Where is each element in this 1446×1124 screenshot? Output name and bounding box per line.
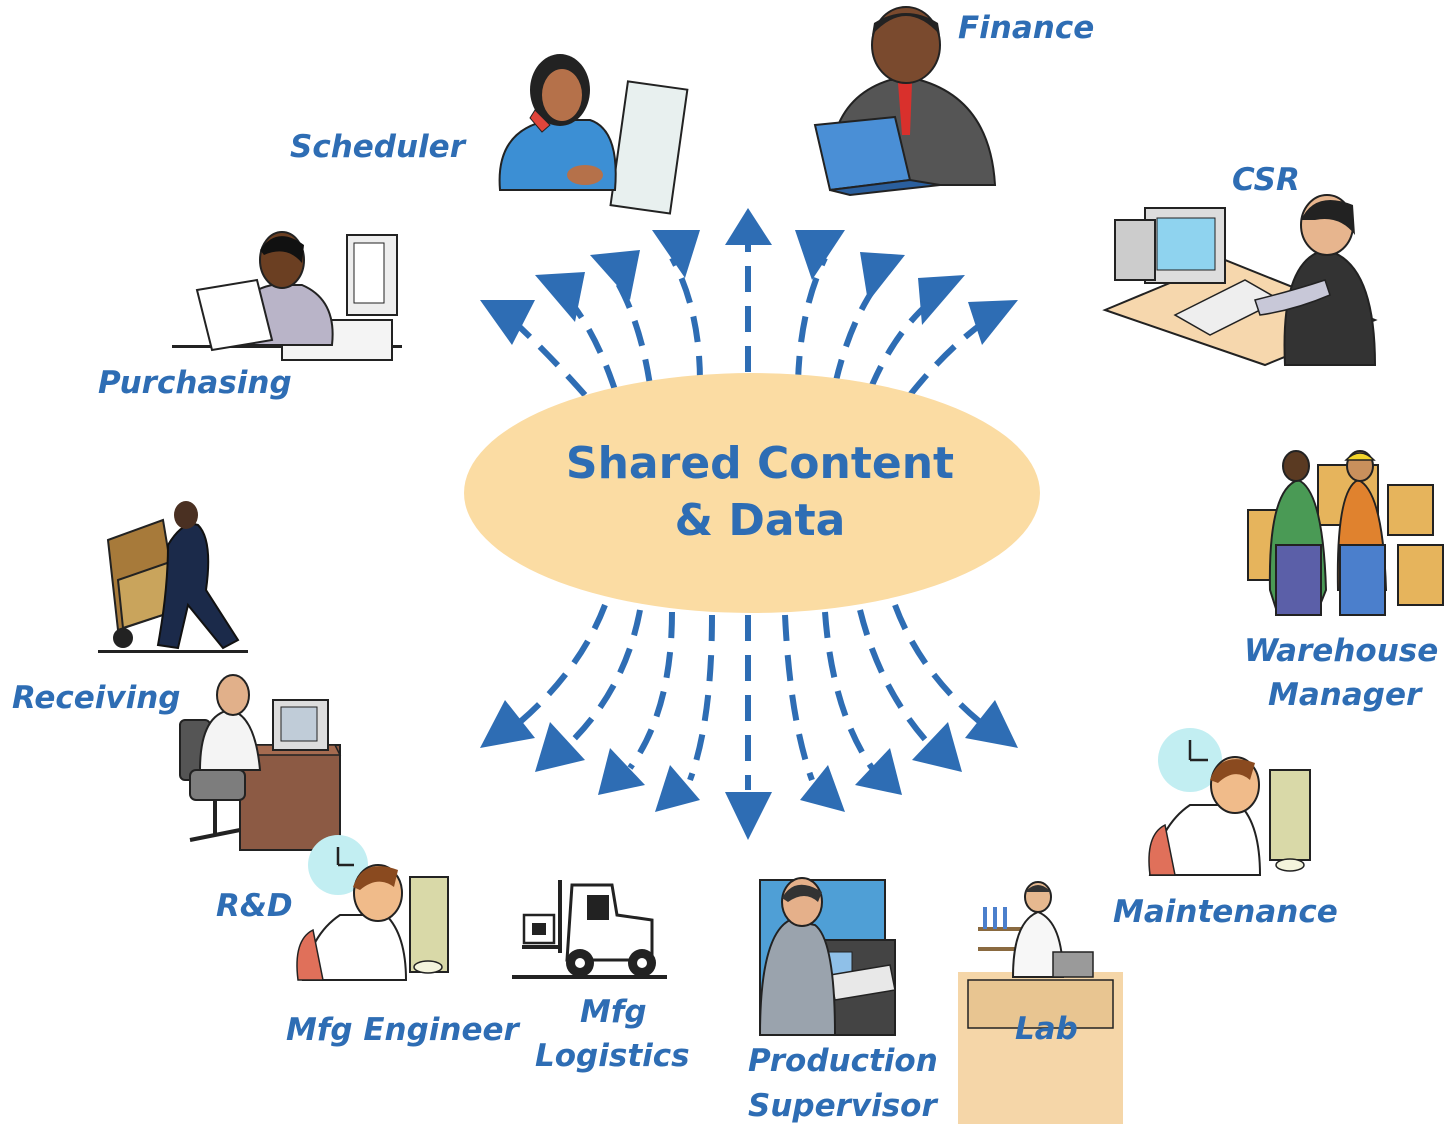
arrowhead-down-6: [800, 765, 845, 812]
label-lab: Lab: [1015, 1011, 1078, 1047]
label-mfg-engineer: Mfg Engineer: [286, 1012, 520, 1048]
lab-scientist-icon: [958, 881, 1123, 1124]
arrowhead-down-3: [598, 748, 645, 795]
hub-title-line1: Shared Content: [566, 438, 954, 489]
arrow-down-7: [822, 611, 875, 770]
shared-data-hub: [464, 373, 1040, 613]
arrows-downward: [518, 603, 982, 790]
woman-on-phone-icon: [498, 54, 689, 215]
stressed-worker-icon: [1148, 728, 1311, 876]
arrow-up-4: [669, 256, 703, 383]
arrowhead-up-5: [725, 208, 772, 245]
arrowhead-down-8: [912, 722, 962, 772]
woman-reading-icon: [172, 231, 402, 361]
arrowhead-down-2: [535, 722, 585, 772]
label-csr: CSR: [1232, 162, 1300, 198]
arrowhead-up-7: [860, 252, 905, 302]
label-rnd: R&D: [216, 888, 293, 924]
arrow-down-1: [518, 603, 608, 725]
label-production-line1: Production: [748, 1043, 938, 1079]
label-production-line2: Supervisor: [748, 1088, 938, 1124]
arrowhead-up-2: [535, 272, 585, 322]
label-scheduler: Scheduler: [290, 129, 467, 165]
arrowhead-down-9: [965, 700, 1018, 748]
arrowhead-up-9: [968, 300, 1018, 345]
label-purchasing: Purchasing: [98, 365, 292, 401]
arrow-down-9: [892, 603, 982, 725]
hand-truck-worker-icon: [98, 501, 248, 653]
arrow-up-1: [507, 315, 588, 397]
arrowhead-down-5: [725, 792, 772, 840]
arrowhead-up-1: [480, 300, 535, 345]
label-receiving: Receiving: [12, 680, 180, 716]
arrow-up-7: [832, 278, 883, 386]
arrowhead-down-1: [480, 700, 535, 748]
label-mfg-logistics-line1: Mfg: [580, 994, 647, 1030]
arrowhead-up-6: [795, 230, 845, 280]
operator-console-icon: [758, 877, 896, 1036]
stressed-worker-icon: [296, 835, 449, 981]
label-maintenance: Maintenance: [1113, 894, 1338, 930]
label-mfg-logistics-line2: Logistics: [535, 1038, 690, 1074]
arrowhead-up-4: [652, 230, 700, 278]
arrows-upward: [507, 240, 992, 397]
man-at-desk-icon: [179, 674, 342, 851]
businessman-laptop-icon: [813, 6, 997, 197]
arrowhead-up-8: [918, 275, 965, 325]
label-warehouse-line2: Manager: [1268, 677, 1423, 713]
arrowhead-up-3: [590, 250, 640, 300]
hub-title-line2: & Data: [675, 495, 846, 546]
forklift-icon: [512, 880, 667, 979]
arrow-down-6: [782, 614, 815, 782]
woman-computer-icon: [1102, 194, 1378, 367]
arrowheads-upward: [480, 208, 1018, 345]
arrow-up-6: [795, 256, 828, 383]
arrowhead-down-4: [655, 765, 700, 812]
label-finance: Finance: [958, 10, 1094, 46]
arrowheads-downward: [480, 700, 1018, 840]
arrow-up-3: [612, 276, 653, 386]
arrow-down-8: [857, 609, 933, 748]
arrow-down-4: [687, 614, 715, 782]
warehouse-workers-icon: [1247, 450, 1444, 616]
arrow-down-2: [565, 609, 643, 748]
label-warehouse-line1: Warehouse: [1244, 633, 1438, 669]
arrowhead-down-7: [855, 748, 902, 795]
arrow-down-3: [627, 611, 675, 770]
